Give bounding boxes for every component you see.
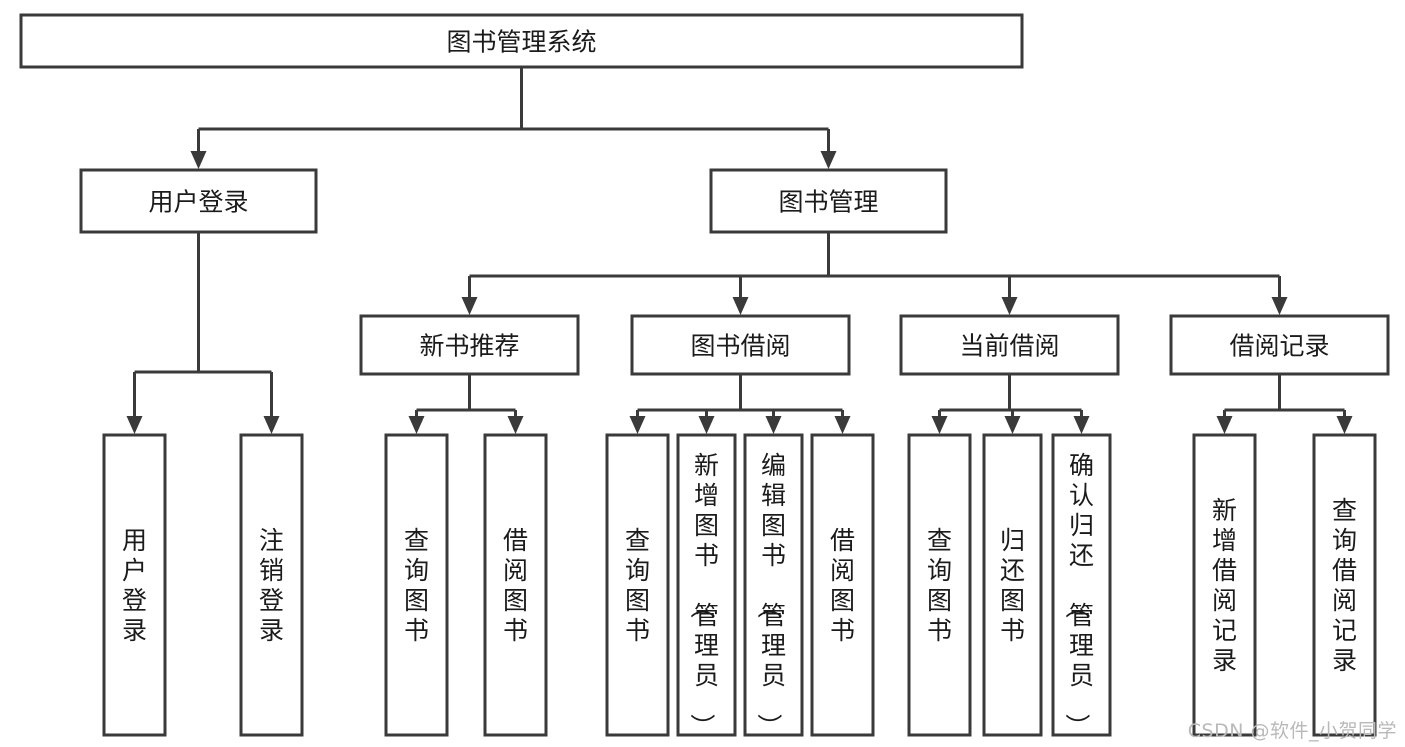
node-label: 查询图书	[404, 526, 429, 645]
node-label: 编辑图书（管理员）	[755, 451, 786, 739]
node-leaf-cur-3[interactable]: 确认归还（管理员）	[1051, 433, 1112, 739]
node-label: 借阅记录	[1229, 332, 1329, 361]
arrowhead-icon	[732, 297, 749, 315]
arrowhead-icon	[1001, 297, 1018, 315]
node-borrow[interactable]: 图书借阅	[630, 314, 851, 376]
node-leaf-bor-1[interactable]: 查询图书	[605, 433, 670, 737]
node-box[interactable]	[239, 433, 304, 737]
node-leaf-bor-4[interactable]: 借阅图书	[810, 433, 875, 737]
node-leaf-cur-1[interactable]: 查询图书	[907, 433, 972, 737]
node-box[interactable]	[19, 13, 1024, 69]
arrowhead-icon	[408, 416, 425, 434]
arrowhead-icon	[698, 416, 715, 434]
node-box[interactable]	[743, 433, 804, 737]
node-box[interactable]	[1169, 314, 1390, 376]
node-label: 图书借阅	[690, 332, 790, 361]
arrowhead-icon	[507, 416, 524, 434]
node-label: 查询图书	[927, 526, 952, 645]
node-leaf-rec-1[interactable]: 新增借阅记录	[1192, 433, 1257, 737]
arrowhead-icon	[1271, 297, 1288, 315]
node-label: 用户登录	[122, 526, 147, 645]
node-box[interactable]	[982, 433, 1043, 737]
node-label: 借阅图书	[503, 526, 528, 645]
node-box[interactable]	[384, 433, 449, 737]
arrowhead-icon	[820, 151, 837, 169]
node-root[interactable]: 图书管理系统	[19, 13, 1024, 69]
node-leaf-bor-2[interactable]: 新增图书（管理员）	[676, 433, 737, 739]
arrowhead-icon	[1336, 416, 1353, 434]
node-label: 注销登录	[259, 526, 284, 645]
node-box[interactable]	[676, 433, 737, 737]
arrowhead-icon	[931, 416, 948, 434]
arrowhead-icon	[765, 416, 782, 434]
node-label: 当前借阅	[959, 332, 1059, 361]
arrowhead-icon	[461, 297, 478, 315]
arrowhead-icon	[1073, 416, 1090, 434]
node-leaf-cur-2[interactable]: 归还图书	[982, 433, 1043, 737]
node-box[interactable]	[483, 433, 548, 737]
node-label: 图书管理	[778, 188, 878, 217]
node-label: 归还图书	[1000, 526, 1025, 645]
node-label: 图书管理系统	[446, 28, 596, 57]
node-box[interactable]	[899, 314, 1120, 376]
arrowhead-icon	[834, 416, 851, 434]
arrowhead-icon	[1004, 416, 1021, 434]
node-leaf-rec-2[interactable]: 查询借阅记录	[1312, 433, 1377, 737]
connector-layer	[126, 67, 1353, 434]
node-box[interactable]	[102, 433, 167, 737]
node-leaf-new-2[interactable]: 借阅图书	[483, 433, 548, 737]
node-bookmgmt[interactable]: 图书管理	[709, 168, 948, 234]
node-label: 用户登录	[148, 188, 248, 217]
node-box[interactable]	[630, 314, 851, 376]
node-box[interactable]	[709, 168, 948, 234]
arrowhead-icon	[1216, 416, 1233, 434]
node-box[interactable]	[359, 314, 580, 376]
node-label: 新增图书（管理员）	[688, 451, 719, 739]
arrowhead-icon	[263, 416, 280, 434]
node-box[interactable]	[1051, 433, 1112, 737]
node-leaf-login-2[interactable]: 注销登录	[239, 433, 304, 737]
node-box[interactable]	[810, 433, 875, 737]
node-box[interactable]	[1192, 433, 1257, 737]
node-label: 新增借阅记录	[1212, 496, 1237, 675]
arrowhead-icon	[629, 416, 646, 434]
node-label: 新书推荐	[419, 332, 519, 361]
arrowhead-icon	[190, 151, 207, 169]
node-leaf-new-1[interactable]: 查询图书	[384, 433, 449, 737]
node-box[interactable]	[605, 433, 670, 737]
node-records[interactable]: 借阅记录	[1169, 314, 1390, 376]
node-label: 查询图书	[625, 526, 650, 645]
node-box[interactable]	[907, 433, 972, 737]
node-leaf-bor-3[interactable]: 编辑图书（管理员）	[743, 433, 804, 739]
node-label: 查询借阅记录	[1332, 496, 1357, 675]
node-current[interactable]: 当前借阅	[899, 314, 1120, 376]
node-box[interactable]	[1312, 433, 1377, 737]
node-label: 借阅图书	[830, 526, 855, 645]
node-leaf-login-1[interactable]: 用户登录	[102, 433, 167, 737]
node-box[interactable]	[79, 168, 318, 234]
node-layer: 图书管理系统用户登录图书管理新书推荐图书借阅当前借阅借阅记录用户登录注销登录查询…	[19, 13, 1390, 739]
node-login[interactable]: 用户登录	[79, 168, 318, 234]
node-label: 确认归还（管理员）	[1063, 451, 1094, 739]
arrowhead-icon	[126, 416, 143, 434]
node-newbook[interactable]: 新书推荐	[359, 314, 580, 376]
